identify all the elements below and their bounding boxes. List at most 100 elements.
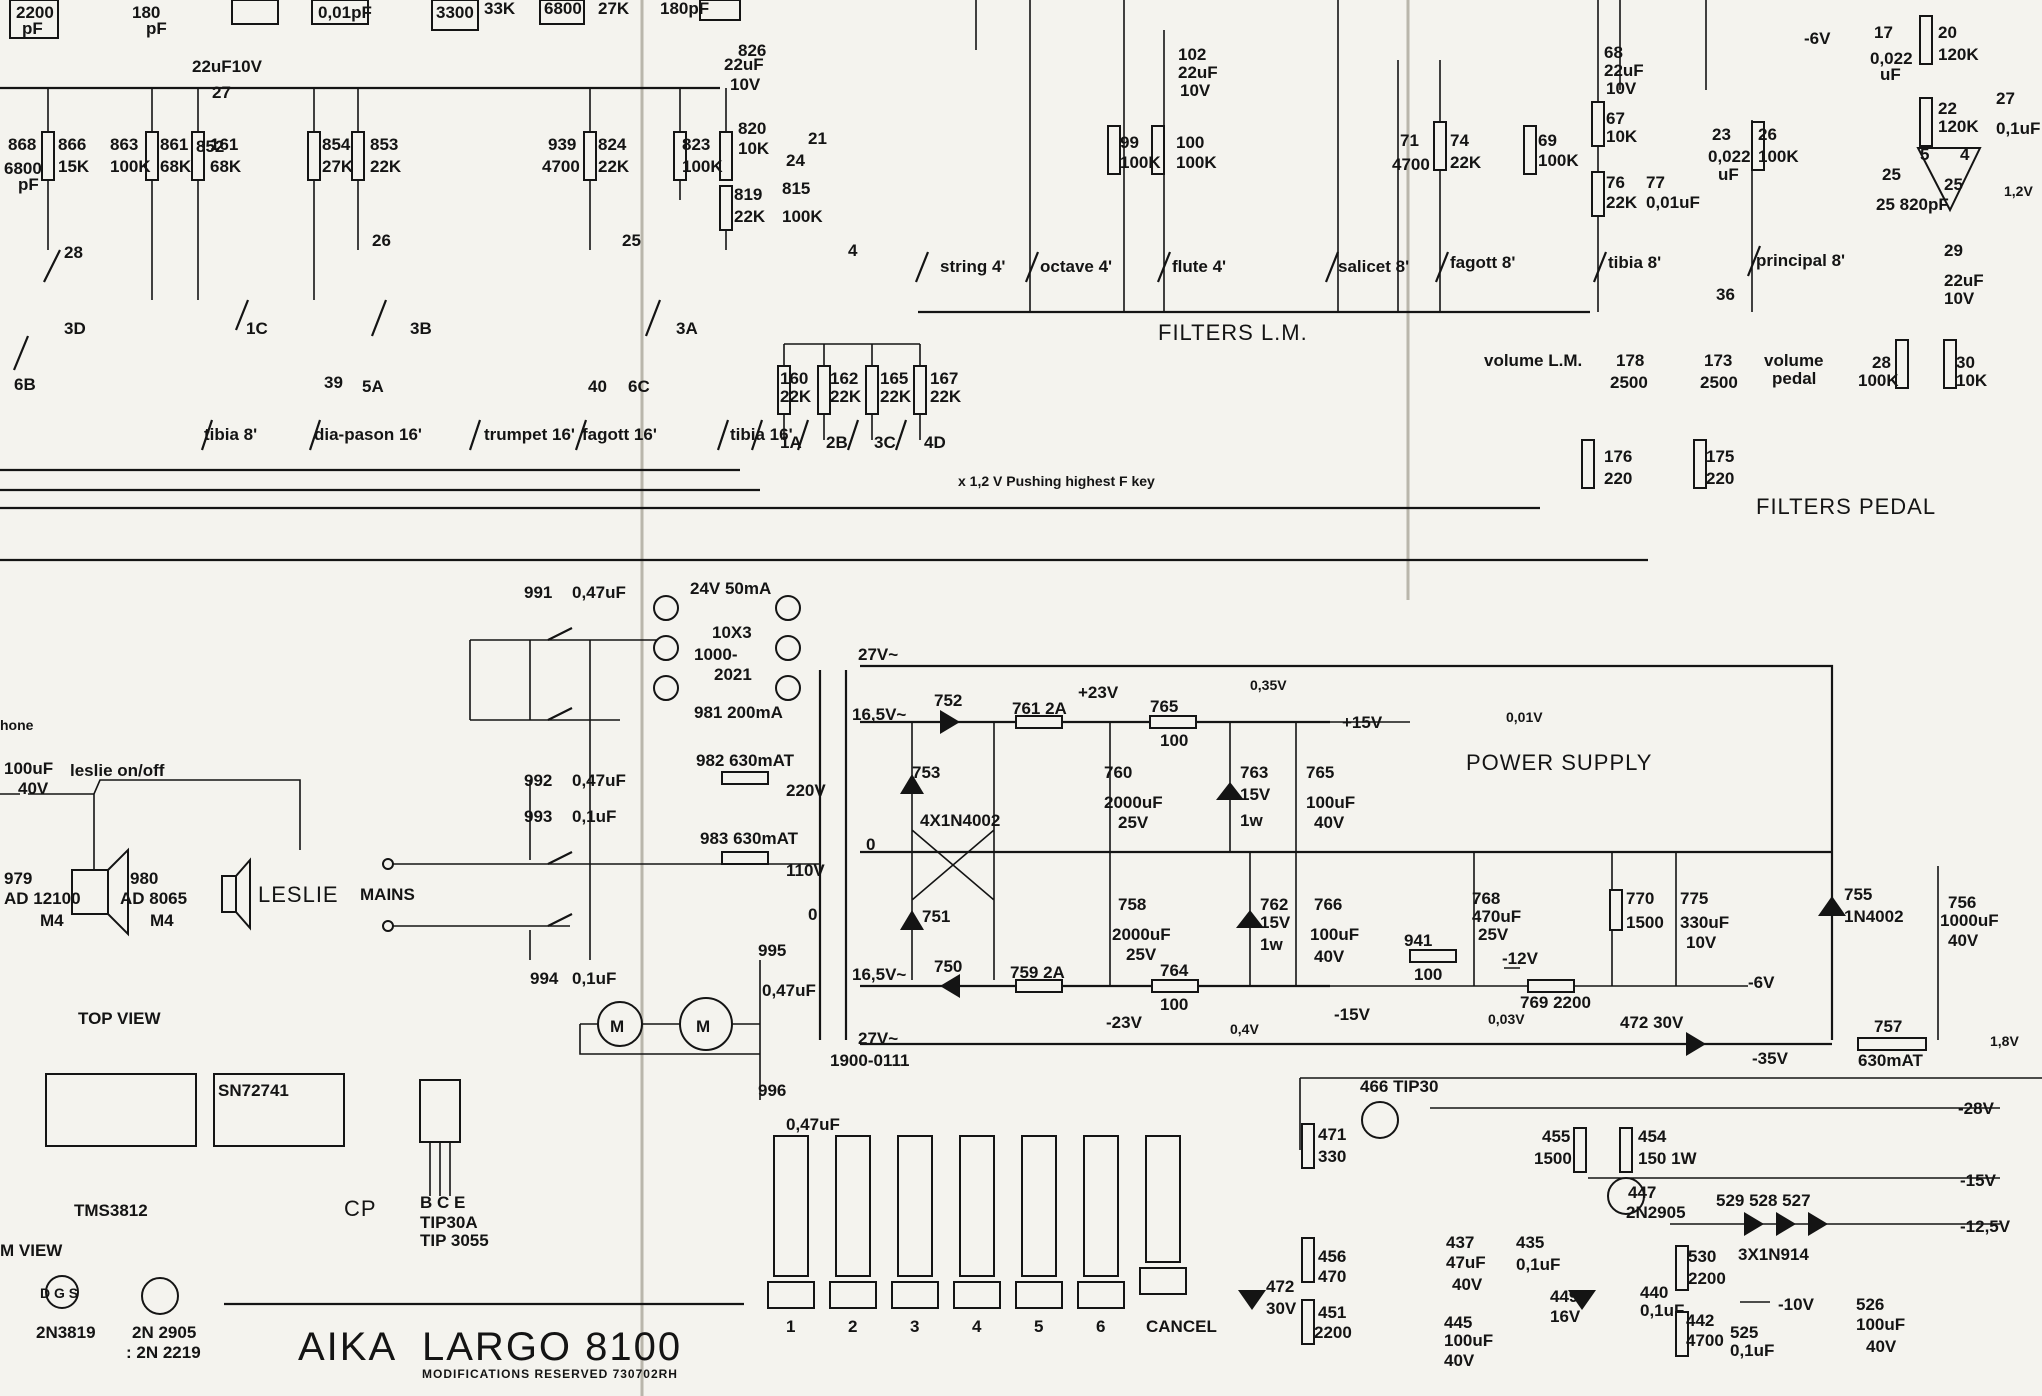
svg-text:76: 76 [1606,173,1625,192]
capacitor-top [431,0,479,31]
svg-text:220: 220 [1604,469,1632,488]
svg-text:M: M [696,1017,710,1036]
svg-text:756: 756 [1948,893,1976,912]
svg-text:6800: 6800 [544,0,582,18]
svg-text:1C: 1C [246,319,268,338]
svg-text:764: 764 [1160,961,1189,980]
button-label: 5 [1034,1317,1043,1336]
resistor-label: 769 2200 [1520,993,1591,1012]
voltage-label: +15V [1342,713,1383,732]
diode-label: 752 [934,691,962,710]
svg-text:40V: 40V [1314,947,1345,966]
preset-switch-4[interactable] [953,1135,1001,1309]
svg-text:996: 996 [758,1081,786,1100]
svg-text:22K: 22K [734,207,766,226]
svg-text:167: 167 [930,369,958,388]
svg-text:526: 526 [1856,1295,1884,1314]
svg-text:4700: 4700 [1392,155,1430,174]
part-label: volume L.M. [1484,351,1582,370]
voltage-label: 16,5V~ [852,965,906,984]
svg-text:30: 30 [1956,353,1975,372]
svg-text:22K: 22K [880,387,912,406]
leslie-section: hone 100uF 40V leslie on/off 979 AD 1210… [0,717,415,937]
svg-text:2500: 2500 [1610,373,1648,392]
svg-text:pF: pF [22,19,43,38]
svg-text:100: 100 [1160,731,1188,750]
svg-text:AD 12100: AD 12100 [4,889,81,908]
voltage-label: 0 [808,905,817,924]
preset-switch-cancel[interactable] [1139,1135,1187,1295]
svg-text:-6V: -6V [1804,29,1831,48]
transistor-label: 466 TIP30 [1360,1077,1438,1096]
mains-label: MAINS [360,885,415,904]
preset-switch-5[interactable] [1015,1135,1063,1309]
svg-text:150 1W: 150 1W [1638,1149,1698,1168]
svg-text:165: 165 [880,369,908,388]
svg-text:0,47uF: 0,47uF [572,771,626,790]
tip30-pins [429,1142,451,1196]
svg-text:27: 27 [212,83,231,102]
svg-text:22uF: 22uF [1944,271,1984,290]
diode-label: 529 528 527 [1716,1191,1811,1210]
lm-stop-label: string 4' [940,257,1005,276]
svg-text:770: 770 [1626,889,1654,908]
svg-text:180: 180 [132,3,160,22]
svg-text:3300: 3300 [436,3,474,22]
svg-text:uF: uF [1880,65,1901,84]
voltage-label: 27V~ [858,645,898,664]
svg-text:4: 4 [1960,145,1970,164]
svg-text:77: 77 [1646,173,1665,192]
preset-switch-3[interactable] [891,1135,939,1309]
lm-stop-label: fagott 8' [1450,253,1515,272]
svg-text:762: 762 [1260,895,1288,914]
svg-text:472: 472 [1266,1277,1294,1296]
svg-text:442: 442 [1686,1311,1714,1330]
svg-text:939: 939 [548,135,576,154]
svg-text:3D: 3D [64,319,86,338]
preset-switch-6[interactable] [1077,1135,1125,1309]
voltage-label: -12V [1502,949,1539,968]
svg-text:0,01pF: 0,01pF [318,3,372,22]
svg-text:M4: M4 [40,911,64,930]
part-label: 25 820pF [1876,195,1949,214]
mains-switch-contacts [547,627,573,927]
chip-label: TMS3812 [74,1201,148,1220]
diode-label: 472 30V [1620,1013,1684,1032]
svg-text:451: 451 [1318,1303,1346,1322]
svg-text:6B: 6B [14,375,36,394]
svg-text:530: 530 [1688,1247,1716,1266]
svg-text:40V: 40V [1866,1337,1897,1356]
svg-text:6800: 6800 [4,159,42,178]
capacitor-top [311,0,369,25]
svg-text:0,1uF: 0,1uF [1516,1255,1560,1274]
svg-text:25V: 25V [1126,945,1157,964]
speaker-cone [107,847,129,937]
svg-text:437: 437 [1446,1233,1474,1252]
voltage-label: 0 [866,835,875,854]
bulb-count: 10X3 [712,623,752,642]
svg-text:454: 454 [1638,1127,1667,1146]
stop-label: 1A [780,433,802,452]
preset-switch-1[interactable] [767,1135,815,1309]
svg-text:991: 991 [524,583,552,602]
svg-text:820: 820 [738,119,766,138]
svg-text:100uF: 100uF [4,759,53,778]
svg-text:176: 176 [1604,447,1632,466]
svg-text:449: 449 [1550,1287,1578,1306]
svg-text:22uF: 22uF [1178,63,1218,82]
m-view-label: M VIEW [0,1241,63,1260]
svg-text:766: 766 [1314,895,1342,914]
svg-text:100uF: 100uF [1306,793,1355,812]
voltage-label: 27V~ [858,1029,898,1048]
preset-switch-2[interactable] [829,1135,877,1309]
svg-text:471: 471 [1318,1125,1346,1144]
svg-text:pF: pF [18,175,39,194]
svg-text:470uF: 470uF [1472,907,1521,926]
diode-symbol [940,710,960,734]
svg-text:40V: 40V [18,779,49,798]
regulator-wiring [1299,1077,2042,1303]
svg-text:994: 994 [530,969,559,988]
svg-text:100: 100 [1160,995,1188,1014]
lm-stop-switches [914,245,1762,283]
svg-text:1000uF: 1000uF [1940,911,1999,930]
